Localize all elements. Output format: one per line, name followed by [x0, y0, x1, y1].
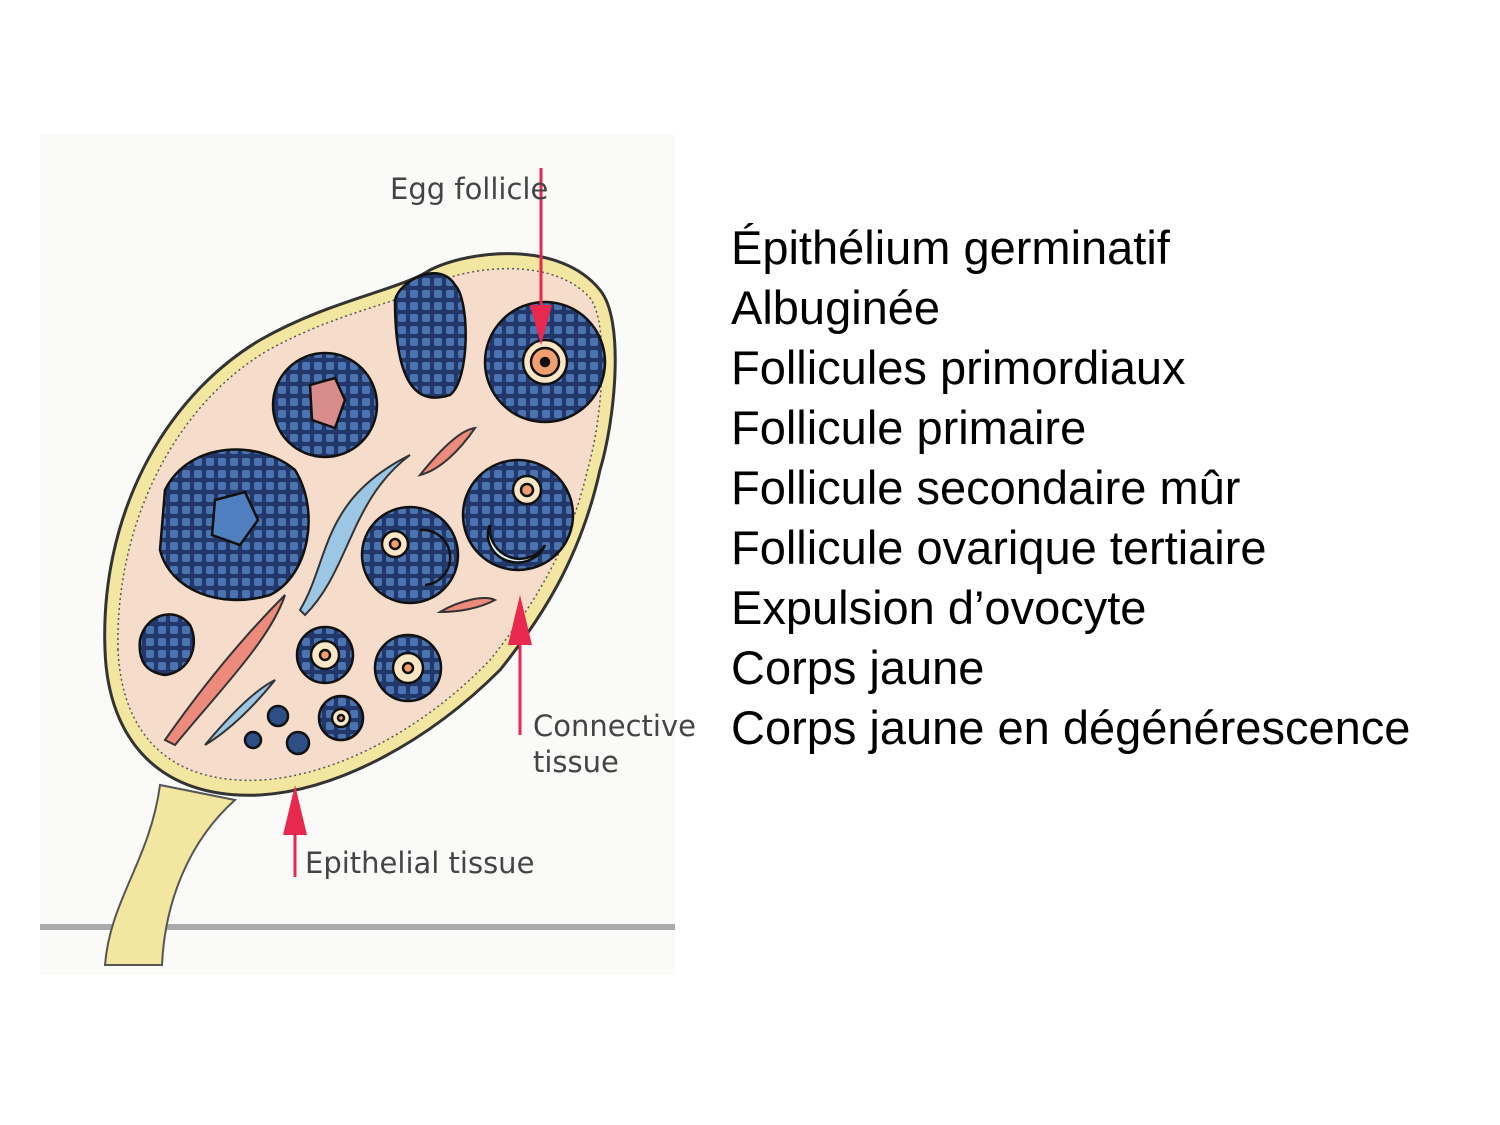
ovary-stalk: [103, 783, 238, 966]
term-item: Corps jaune: [731, 641, 985, 694]
term-item: Follicule primaire: [731, 401, 1087, 454]
cell-cluster: [138, 613, 196, 677]
primordial-follicle: [266, 704, 290, 728]
lymph-vessel: [204, 679, 276, 746]
secondary-follicle: [360, 505, 460, 605]
label-epithelial-tissue: Epithelial tissue: [305, 846, 534, 880]
term-item: Follicule secondaire mûr: [731, 461, 1241, 514]
term-list: Épithélium germinatif Albuginée Follicul…: [731, 218, 1410, 758]
term-item: Follicule ovarique tertiaire: [731, 521, 1267, 574]
term-item: Albuginée: [731, 281, 941, 334]
term-item: Corps jaune en dégénérescence: [731, 701, 1411, 754]
blood-vessel: [417, 426, 478, 477]
blood-vessel: [163, 594, 286, 747]
ovulation-follicle: [393, 272, 467, 399]
label-connective-tissue-1: Connective: [533, 709, 696, 743]
primordial-follicle: [243, 730, 263, 750]
primordial-follicle: [285, 730, 311, 756]
term-item: Follicules primordiaux: [731, 341, 1186, 394]
label-connective-tissue-2: tissue: [533, 745, 619, 779]
term-item: Épithélium germinatif: [731, 221, 1170, 274]
lymph-vessel: [298, 454, 411, 617]
blood-vessel: [436, 597, 498, 614]
tertiary-follicle: [461, 458, 575, 572]
label-egg-follicle: Egg follicle: [390, 172, 548, 206]
term-item: Expulsion d’ovocyte: [731, 581, 1147, 634]
